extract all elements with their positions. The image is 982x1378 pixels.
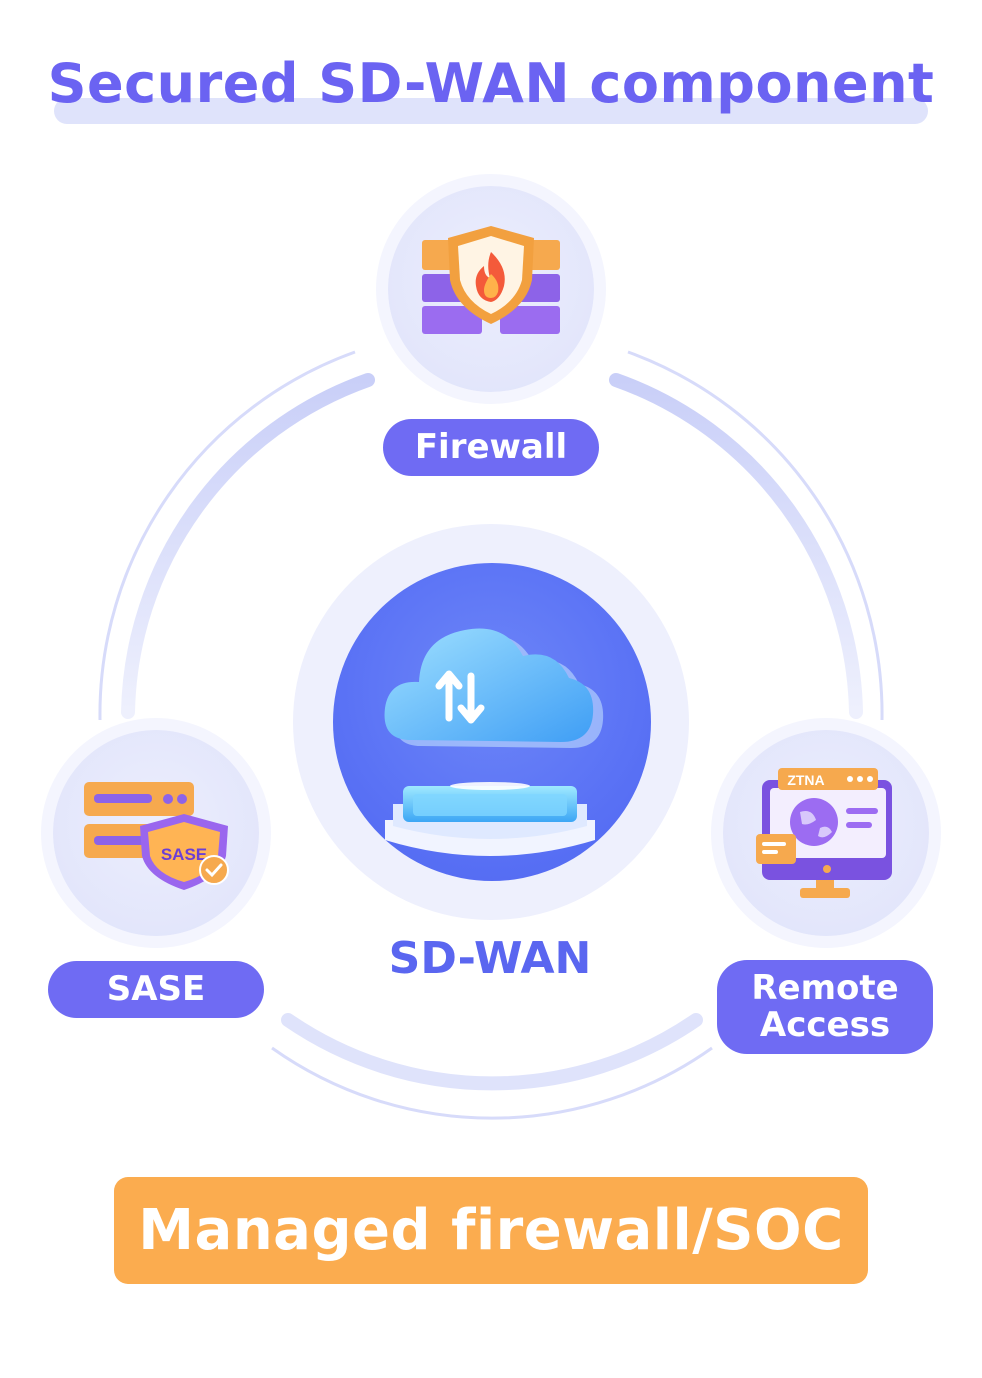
firewall-brick-flame-icon: [422, 226, 560, 334]
firewall-label: Firewall: [414, 426, 568, 467]
firewall-label-pill: Firewall: [383, 419, 599, 476]
cta-label: Managed firewall/SOC: [138, 1198, 844, 1263]
ring-arc-left-thin: [98, 350, 356, 721]
page-title: Secured SD-WAN component: [47, 52, 935, 115]
ztna-tag-text: ZTNA: [787, 772, 824, 788]
ring-arc-left-thick: [121, 373, 375, 719]
sdwan-label: SD-WAN: [388, 933, 592, 984]
ring-arc-bottom-thin: [271, 1046, 713, 1120]
ztna-monitor-globe-icon: ZTNA: [756, 768, 892, 898]
sase-label-pill: SASE: [48, 961, 264, 1018]
ring-arc-right-thin: [627, 350, 884, 721]
sase-label: SASE: [106, 968, 206, 1009]
sase-badge-text: SASE: [161, 845, 207, 864]
ring-arc-bottom-thick: [281, 1013, 703, 1091]
remote-label-line1: Remote: [751, 967, 899, 1008]
ring-arc-right-thick: [609, 373, 863, 719]
cloud-transfer-icon: [384, 628, 604, 856]
remote-label-line2: Access: [759, 1005, 891, 1045]
remote-label-pill: Remote Access: [717, 960, 933, 1054]
managed-firewall-soc-button[interactable]: Managed firewall/SOC: [114, 1177, 868, 1284]
title-underline: [54, 98, 928, 124]
server-shield-icon: SASE: [84, 782, 229, 890]
